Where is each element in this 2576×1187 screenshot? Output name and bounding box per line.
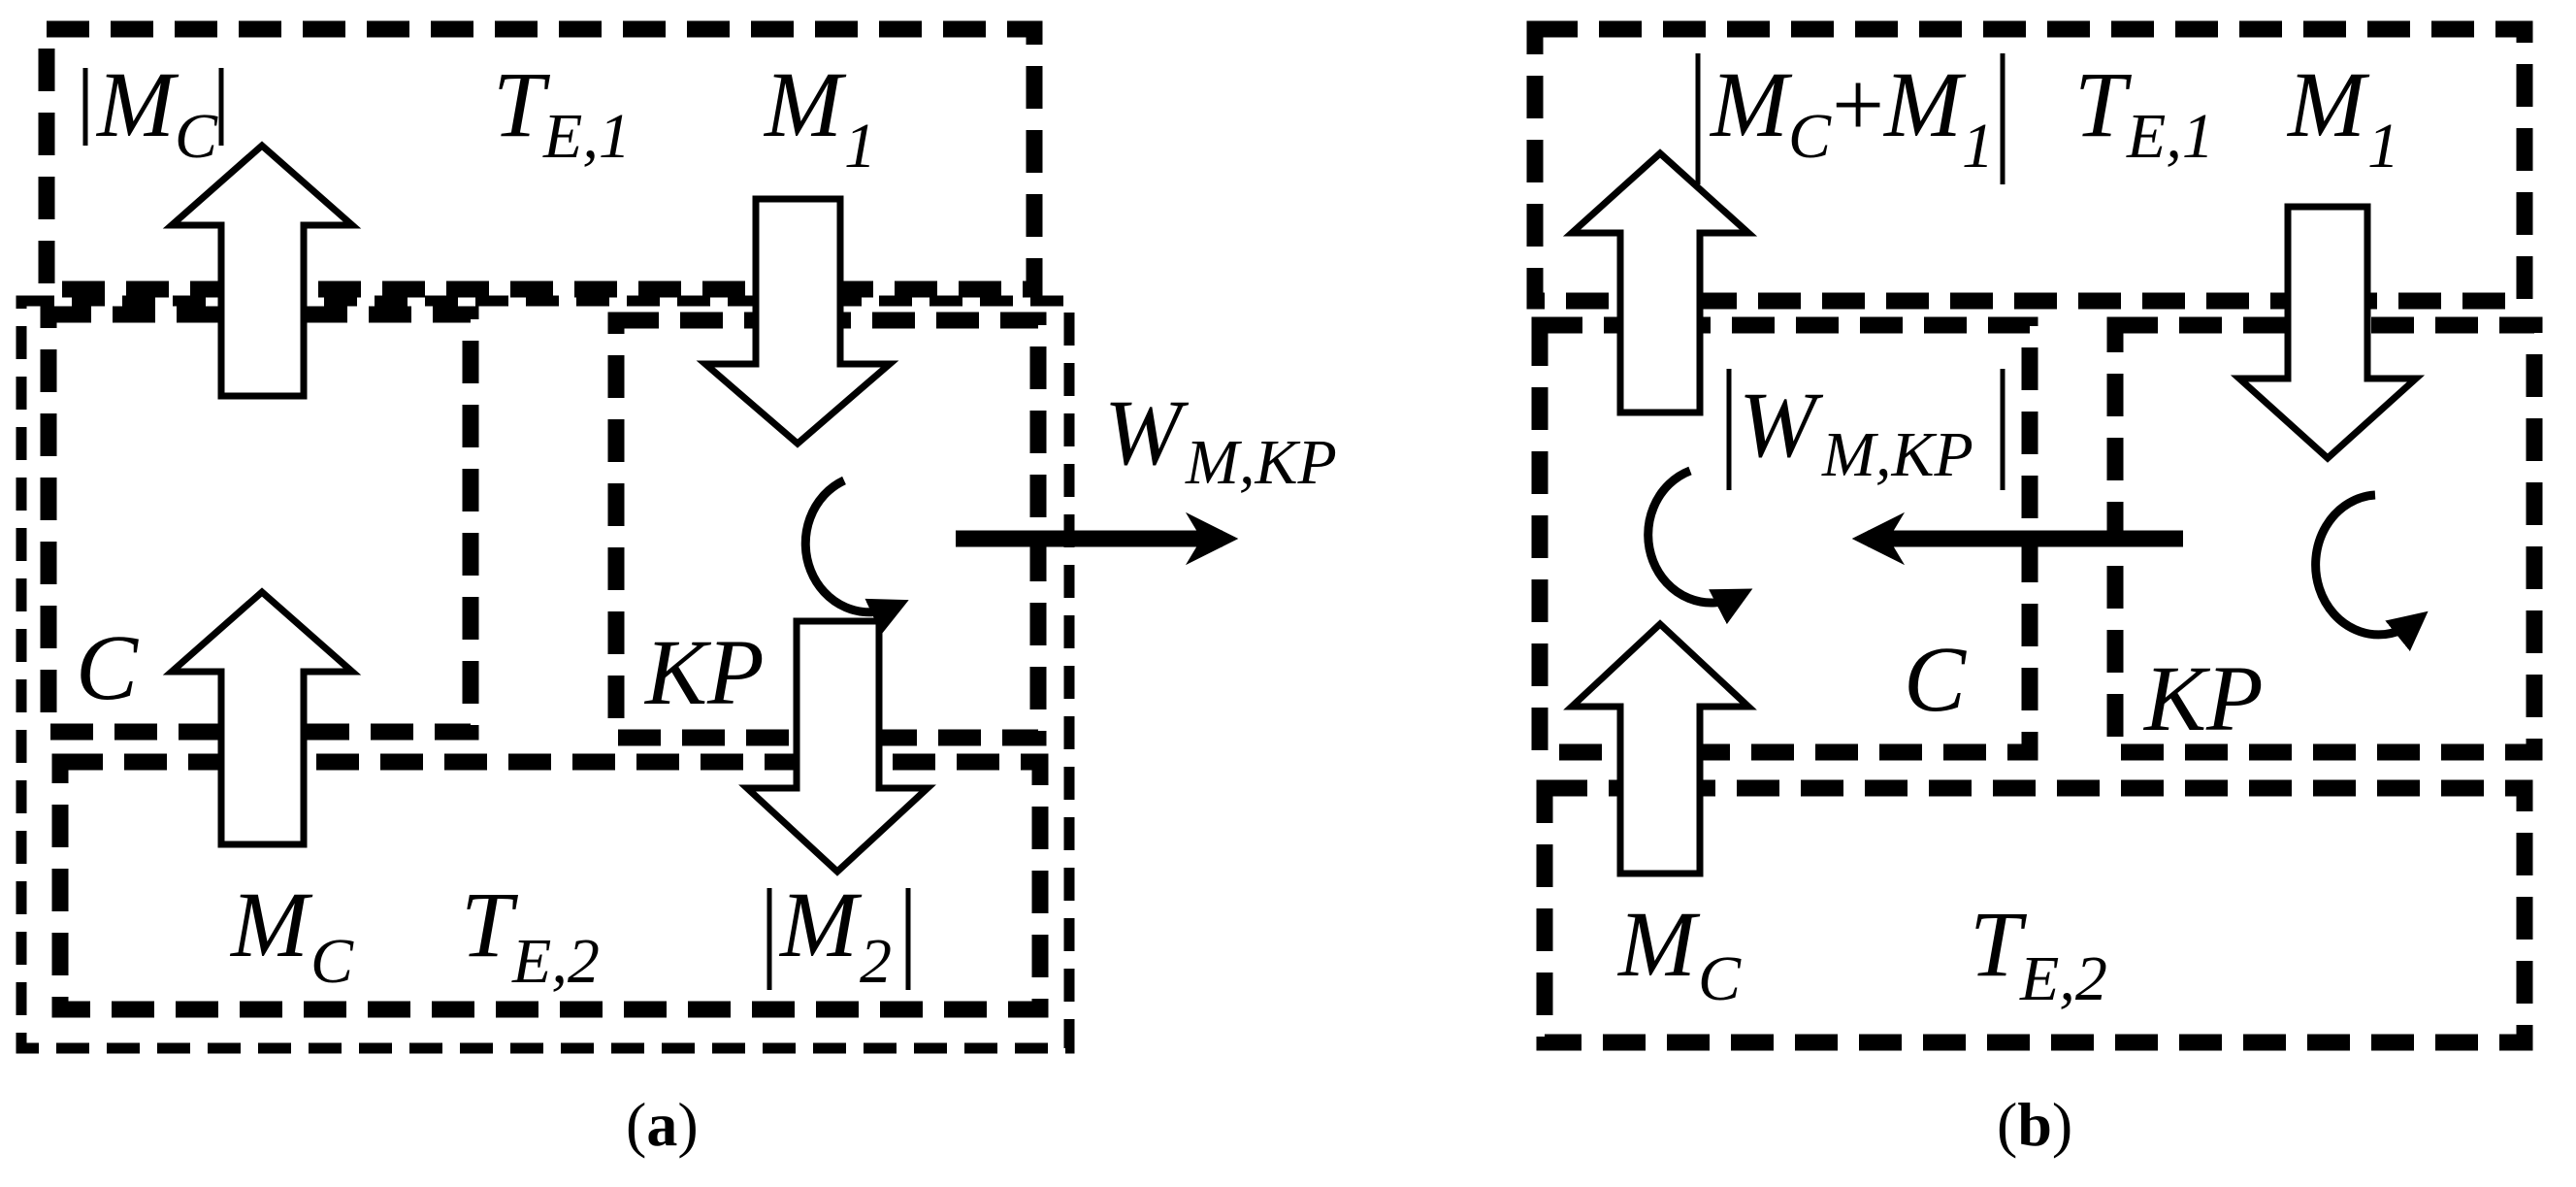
label-mc-bottom: M C — [229, 873, 354, 997]
heat-down-arrow-m2 — [738, 617, 936, 876]
converter-c-box-b — [1531, 316, 2038, 761]
svg-text:M: M — [1882, 52, 1967, 156]
label-c-b: C — [1904, 627, 1967, 731]
label-kp-b: KP — [2142, 646, 2264, 750]
svg-text:E,2: E,2 — [511, 926, 600, 997]
kp-cycle-icon — [800, 476, 909, 635]
svg-text:W: W — [1104, 380, 1190, 484]
svg-text:M: M — [1709, 52, 1793, 156]
svg-text:T: T — [1970, 892, 2028, 996]
label-kp: KP — [643, 620, 765, 724]
reservoir-te2-box-b — [1536, 779, 2533, 1051]
svg-text:T: T — [2074, 52, 2133, 156]
svg-text:1: 1 — [2367, 111, 2399, 181]
label-m1-b: M 1 — [2286, 52, 2399, 181]
svg-text:T: T — [461, 873, 519, 976]
label-te2: T E,2 — [461, 873, 600, 997]
heat-up-arrow-bottom — [162, 587, 362, 848]
svg-text:2: 2 — [860, 926, 892, 997]
svg-text:E,1: E,1 — [542, 101, 631, 172]
panel-b: M C + M 1 T E,1 M 1 W M,KP C KP M C T — [1526, 20, 2543, 1159]
svg-text:M: M — [778, 873, 863, 976]
caption-b: (b) — [1997, 1090, 2072, 1159]
reservoir-te1-box-b — [1526, 20, 2533, 310]
svg-text:T: T — [493, 52, 551, 156]
heat-up-arrow-top-b — [1562, 148, 1758, 416]
svg-text:M: M — [2286, 52, 2370, 156]
label-te1: T E,1 — [493, 52, 631, 172]
svg-text:C: C — [1788, 101, 1832, 172]
c-cycle-icon — [1644, 466, 1753, 625]
svg-text:M,KP: M,KP — [1821, 419, 1973, 490]
label-te1-b: T E,1 — [2074, 52, 2214, 172]
reservoir-te2-box — [51, 753, 1049, 1018]
label-w-mkp-abs: W M,KP — [1726, 369, 2005, 490]
svg-text:C: C — [310, 926, 354, 997]
svg-text:M: M — [763, 52, 847, 156]
svg-text:M: M — [1616, 892, 1701, 996]
heat-down-arrow-m1 — [696, 195, 899, 448]
panel-a: M C T E,1 M 1 W M,KP C KP M C T E,2 M 2 — [16, 20, 1337, 1159]
svg-text:E,2: E,2 — [2019, 943, 2107, 1014]
label-c: C — [76, 615, 139, 719]
svg-text:E,1: E,1 — [2126, 101, 2214, 172]
svg-text:M: M — [229, 873, 313, 976]
svg-text:C: C — [1698, 943, 1742, 1014]
label-m1: M 1 — [763, 52, 876, 181]
svg-text:C: C — [175, 101, 218, 172]
svg-text:M,KP: M,KP — [1185, 427, 1337, 498]
reservoir-te1-box — [38, 20, 1043, 298]
label-te2-b: T E,2 — [1970, 892, 2107, 1014]
label-mc-plus-m1: M C + M 1 — [1695, 52, 2005, 184]
svg-text:1: 1 — [844, 111, 876, 181]
label-mc-abs-top: M C — [82, 52, 224, 172]
svg-text:M: M — [95, 52, 179, 156]
svg-text:W: W — [1739, 373, 1824, 477]
system-boundary-box — [16, 295, 1075, 1054]
heat-up-arrow-top — [162, 141, 362, 400]
kp-cycle-icon-b — [2311, 490, 2429, 652]
heat-up-arrow-bottom-b — [1563, 619, 1757, 877]
label-m2-abs: M 2 — [766, 873, 911, 997]
heat-down-arrow-m1-b — [2230, 203, 2426, 463]
caption-a: (a) — [626, 1090, 699, 1159]
label-mc-bottom-b: M C — [1616, 892, 1742, 1014]
label-w-mkp: W M,KP — [1104, 380, 1337, 498]
svg-text:1: 1 — [1962, 111, 1994, 181]
svg-text:+: + — [1832, 52, 1884, 156]
